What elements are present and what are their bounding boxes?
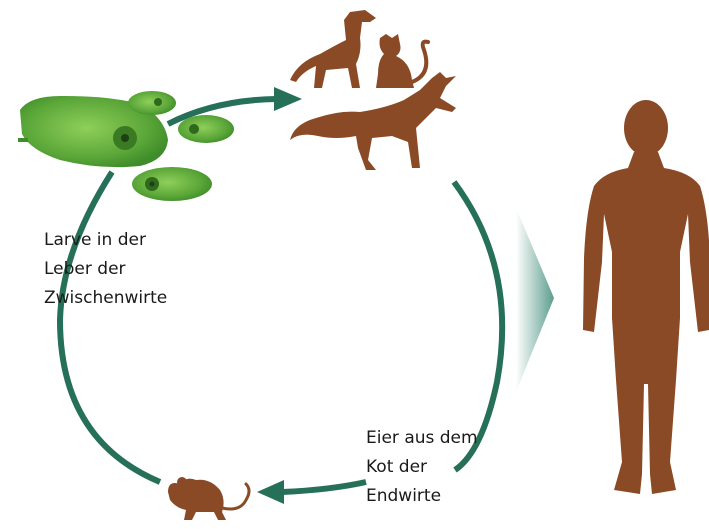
- label-larvae-in-liver: Larve in der Leber der Zwischenwirte: [44, 226, 167, 313]
- arrow-mouse-to-larvae: [60, 172, 160, 482]
- arrow-to-mouse-bottom: [282, 482, 366, 492]
- label-eggs-line2: Kot der: [366, 453, 478, 482]
- label-larvae-line3: Zwischenwirte: [44, 284, 167, 313]
- dog-icon: [290, 10, 376, 88]
- arrowhead-to-hosts: [274, 87, 302, 111]
- larva-small-top: [128, 91, 176, 115]
- transfer-to-human-arrow: [516, 208, 554, 392]
- label-eggs-from-feces: Eier aus dem Kot der Endwirte: [366, 424, 478, 511]
- label-larvae-line2: Leber der: [44, 255, 167, 284]
- cat-icon: [376, 34, 428, 88]
- mouse-icon: [168, 477, 249, 520]
- final-hosts: [290, 10, 456, 170]
- larva-small-right: [178, 115, 234, 143]
- label-eggs-line3: Endwirte: [366, 482, 478, 511]
- label-larvae-line1: Larve in der: [44, 226, 167, 255]
- label-eggs-line1: Eier aus dem: [366, 424, 478, 453]
- arrowhead-to-mouse: [257, 480, 284, 504]
- larva-small-bottom: [132, 167, 212, 201]
- human-figure: [583, 100, 709, 494]
